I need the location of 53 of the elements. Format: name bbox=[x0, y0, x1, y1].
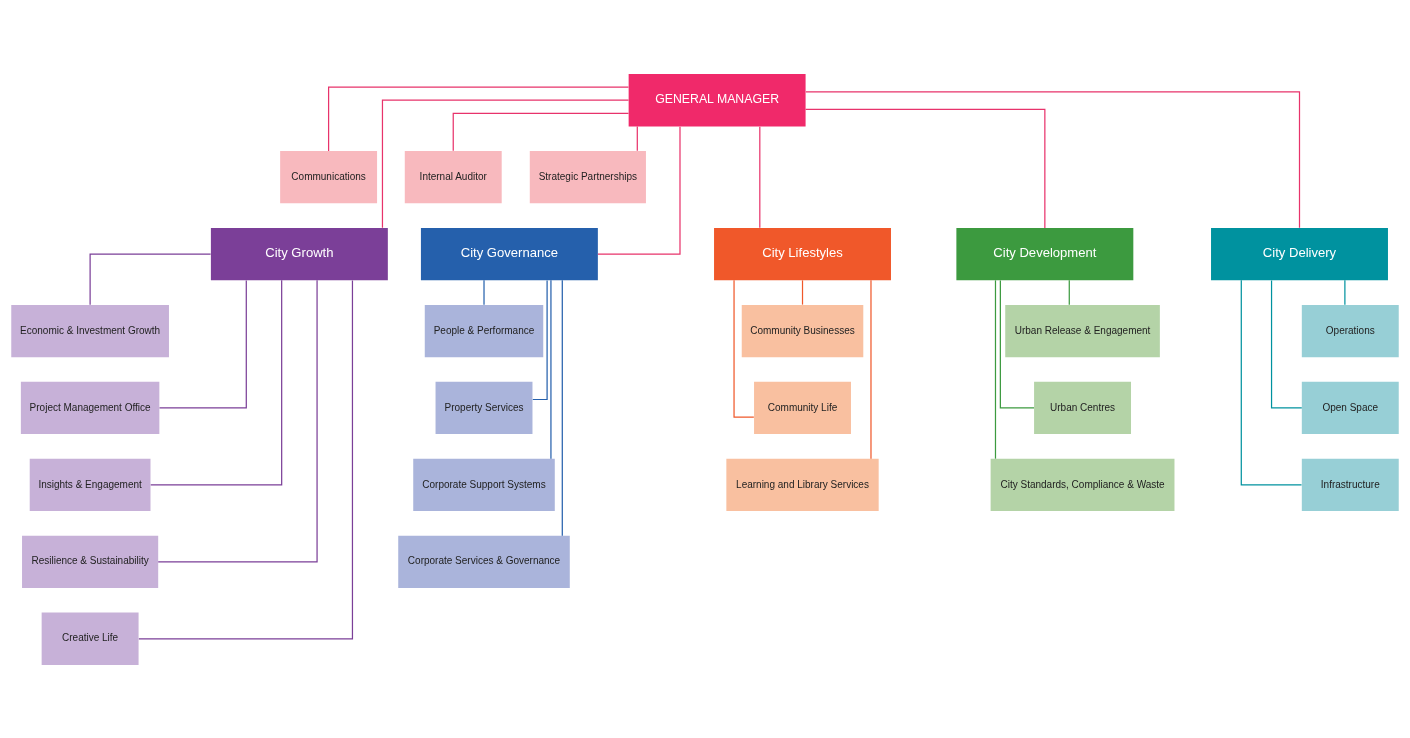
connector bbox=[561, 279, 563, 536]
node-box: City Lifestyles bbox=[714, 227, 891, 280]
node-box: Community Life bbox=[754, 381, 851, 434]
connector bbox=[1270, 279, 1303, 409]
node-box: GENERAL MANAGER bbox=[628, 73, 806, 126]
connector bbox=[381, 99, 630, 228]
node-box: Urban Release & Engagement bbox=[1005, 304, 1160, 357]
connector bbox=[452, 112, 630, 151]
node-box: Learning and Library Services bbox=[726, 458, 879, 511]
connector bbox=[158, 279, 247, 409]
node-box: Open Space bbox=[1301, 381, 1399, 434]
node-box: City Governance bbox=[420, 227, 598, 280]
connector bbox=[550, 279, 552, 459]
connector bbox=[89, 253, 212, 305]
connector bbox=[994, 279, 997, 459]
node-box: Urban Centres bbox=[1034, 381, 1131, 434]
node-box: Community Businesses bbox=[741, 304, 864, 357]
connector bbox=[157, 279, 318, 562]
connector bbox=[532, 279, 548, 400]
connector bbox=[138, 279, 354, 639]
node-box: Economic & Investment Growth bbox=[11, 304, 169, 357]
node-box: City Growth bbox=[210, 227, 388, 280]
node-box: Insights & Engagement bbox=[29, 458, 151, 511]
connector bbox=[870, 279, 872, 459]
connector bbox=[150, 279, 283, 485]
node-box: Infrastructure bbox=[1301, 458, 1399, 511]
node-box: Property Services bbox=[435, 381, 533, 434]
node-box: Corporate Support Systems bbox=[413, 458, 555, 511]
node-box: Resilience & Sustainability bbox=[22, 535, 159, 588]
node-box: Project Management Office bbox=[20, 381, 160, 434]
node-box: Communications bbox=[280, 150, 378, 203]
connector bbox=[1068, 279, 1070, 305]
connector bbox=[999, 279, 1035, 409]
connector bbox=[328, 86, 630, 151]
connector bbox=[805, 90, 1301, 228]
node-box: Internal Auditor bbox=[404, 150, 502, 203]
connector bbox=[1344, 279, 1346, 305]
node-box: Strategic Partnerships bbox=[529, 150, 646, 203]
node-box: Corporate Services & Governance bbox=[398, 535, 570, 588]
node-box: Operations bbox=[1301, 304, 1399, 357]
connector bbox=[733, 279, 755, 418]
node-box: Creative Life bbox=[41, 612, 139, 665]
connector bbox=[483, 279, 485, 305]
node-box: City Delivery bbox=[1211, 227, 1388, 280]
connector bbox=[1240, 279, 1303, 485]
node-box: City Development bbox=[956, 227, 1134, 280]
connector bbox=[801, 279, 804, 305]
node-box: City Standards, Compliance & Waste bbox=[990, 458, 1175, 511]
connector bbox=[597, 125, 681, 255]
node-box: People & Performance bbox=[424, 304, 544, 357]
connector bbox=[759, 125, 761, 228]
connector bbox=[804, 108, 1046, 228]
connector bbox=[636, 125, 638, 151]
